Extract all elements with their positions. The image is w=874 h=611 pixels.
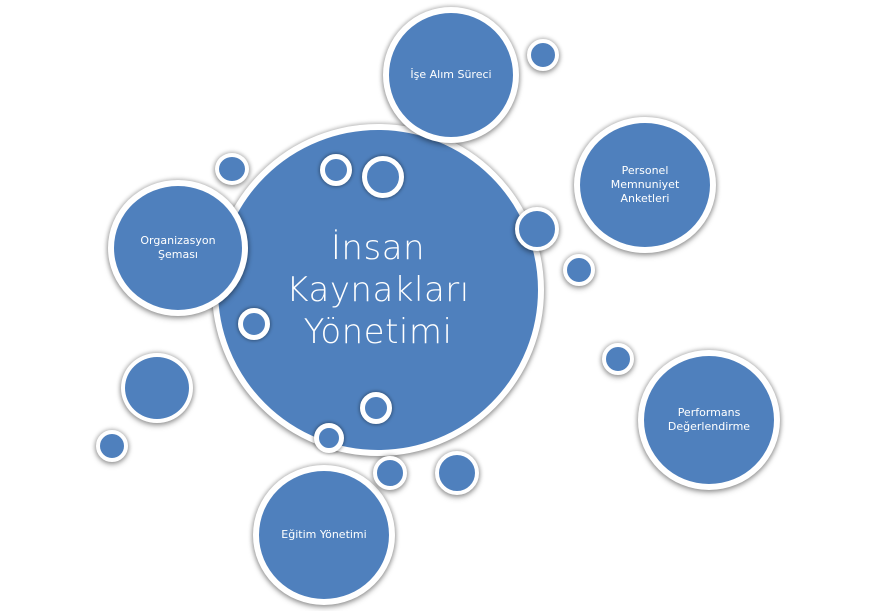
ring-bottom-left [314, 423, 344, 453]
ring-top-left [320, 154, 352, 186]
node-performance: Performans Değerlendirme [638, 350, 780, 490]
node-performance-label: Performans Değerlendirme [654, 406, 764, 434]
decor-bubble-right-middle [563, 254, 595, 286]
decor-bubble-bottom-medium [435, 451, 479, 495]
center-title-line1: İnsan [330, 228, 426, 268]
decor-bubble-bottom-small [373, 456, 407, 490]
node-satisfaction: Personel Memnuniyet Anketleri [574, 117, 716, 253]
node-recruitment: İşe Alım Süreci [383, 7, 519, 143]
center-title-line2: Kaynakları [286, 270, 470, 310]
node-org-chart-line2: Şeması [157, 248, 198, 261]
node-recruitment-label: İşe Alım Süreci [410, 68, 492, 81]
node-satisfaction-line1: Personel [621, 164, 669, 177]
node-org-chart: Organizasyon Şeması [108, 180, 248, 316]
decor-bubble-right-upper [515, 207, 559, 251]
ring-top-center [362, 156, 404, 198]
node-performance-line1: Performans [677, 406, 741, 419]
decor-bubble-top-right [527, 39, 559, 71]
node-satisfaction-label: Personel Memnuniyet Anketleri [597, 164, 694, 206]
node-training: Eğitim Yönetimi [253, 465, 395, 605]
node-org-chart-line1: Organizasyon [140, 234, 216, 247]
decor-bubble-top-left [215, 153, 249, 185]
ring-bottom-right [360, 392, 392, 424]
ring-left [238, 308, 270, 340]
node-training-label: Eğitim Yönetimi [281, 528, 367, 541]
center-title: İnsan Kaynakları Yönetimi [286, 227, 469, 353]
node-satisfaction-line2: Memnuniyet [610, 178, 680, 191]
node-satisfaction-line3: Anketleri [620, 192, 670, 205]
decor-bubble-left-large [121, 353, 193, 423]
center-title-line3: Yönetimi [303, 312, 453, 352]
decor-bubble-right-lower [602, 343, 634, 375]
node-performance-line2: Değerlendirme [667, 420, 751, 433]
node-org-chart-label: Organizasyon Şeması [126, 234, 229, 262]
decor-bubble-left-small [96, 430, 128, 462]
